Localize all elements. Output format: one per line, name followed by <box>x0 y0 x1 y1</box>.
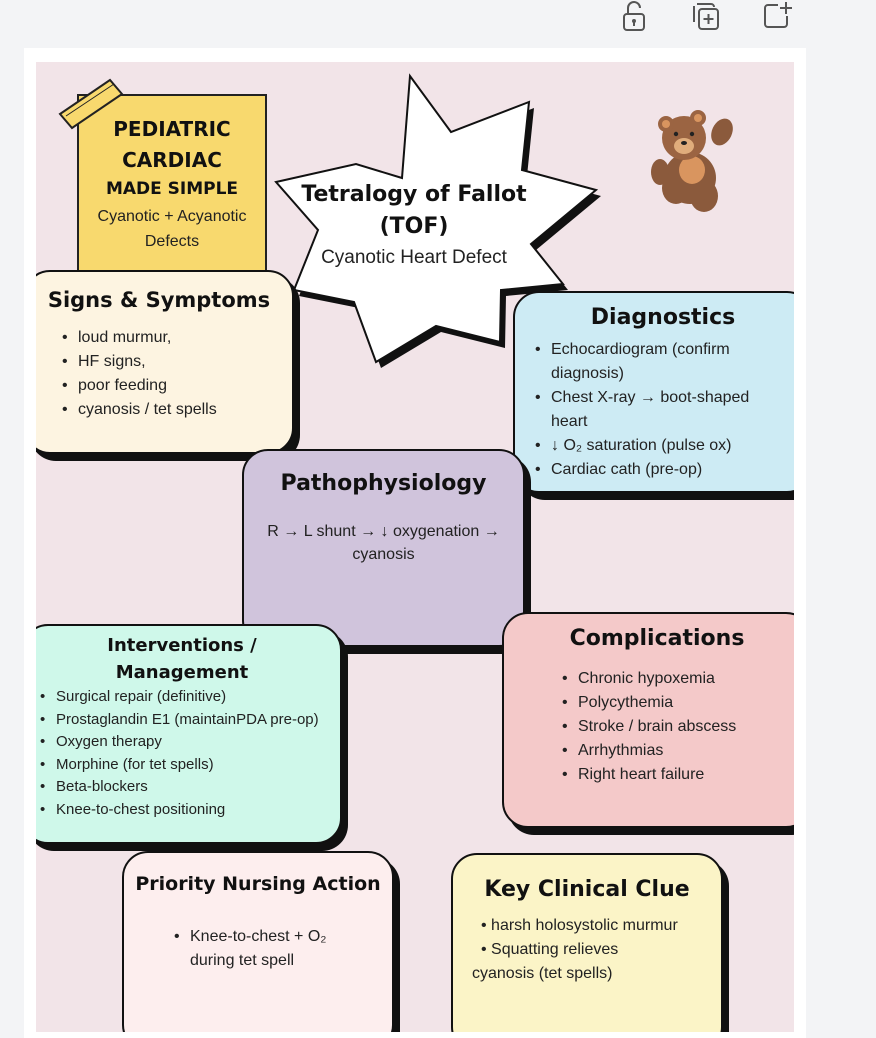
sticky-note[interactable]: PEDIATRIC CARDIAC MADE SIMPLE Cyanotic +… <box>77 94 267 280</box>
list-item: Surgical repair (definitive) <box>38 686 328 709</box>
interventions-heading-line-1: Interventions / <box>107 635 257 656</box>
list-item: Chest X-ray → boot-shaped heart <box>533 386 783 434</box>
list-item: Echocardiogram (confirm diagnosis) <box>533 338 783 386</box>
signs-list: loud murmur, HF signs, poor feeding cyan… <box>60 326 292 422</box>
list-item: Right heart failure <box>560 763 794 787</box>
list-item: Arrhythmias <box>560 739 794 763</box>
sticky-line-5: Defects <box>144 233 200 250</box>
diagnostics-list: Echocardiogram (confirm diagnosis) Chest… <box>533 338 783 482</box>
list-item: Prostaglandin E1 (maintainPDA pre-op) <box>38 709 328 732</box>
list-item: Cardiac cath (pre-op) <box>533 458 783 482</box>
page-title: Tetralogy of Fallot <box>301 182 527 207</box>
list-item: Oxygen therapy <box>38 731 328 754</box>
clue-line-1: • harsh holosystolic murmur <box>481 917 678 934</box>
priority-list: Knee-to-chest + O₂ during tet spell <box>172 925 362 973</box>
interventions-heading-line-2: Management <box>115 662 249 683</box>
list-item: poor feeding <box>60 374 292 398</box>
sticky-line-1: PEDIATRIC <box>113 117 231 141</box>
list-item: HF signs, <box>60 350 292 374</box>
complications-list: Chronic hypoxemia Polycythemia Stroke / … <box>560 667 794 787</box>
diagnostics-card[interactable]: Diagnostics Echocardiogram (confirm diag… <box>513 291 794 493</box>
interventions-card[interactable]: Interventions / Management Surgical repa… <box>36 624 342 844</box>
list-item: Knee-to-chest + O₂ during tet spell <box>172 925 362 973</box>
sticky-line-2: CARDIAC <box>122 148 222 172</box>
interventions-list: Surgical repair (definitive) Prostagland… <box>38 686 328 821</box>
list-item: loud murmur, <box>60 326 292 350</box>
signs-card[interactable]: Signs & Symptoms loud murmur, HF signs, … <box>36 270 294 454</box>
list-item: Stroke / brain abscess <box>560 715 794 739</box>
title-burst <box>274 73 601 368</box>
priority-card[interactable]: Priority Nursing Action Knee-to-chest + … <box>122 851 394 1032</box>
clue-line-3: cyanosis (tet spells) <box>472 965 613 982</box>
page-subtitle: Cyanotic Heart Defect <box>321 247 507 268</box>
clue-heading: Key Clinical Clue <box>484 877 690 902</box>
priority-heading: Priority Nursing Action <box>135 873 381 895</box>
pathophysiology-card[interactable]: Pathophysiology R → L shunt → ↓ oxygenat… <box>242 449 525 647</box>
signs-heading: Signs & Symptoms <box>47 288 271 312</box>
add-page-icon[interactable] <box>760 0 794 34</box>
design-canvas[interactable]: Tetralogy of Fallot (TOF) Cyanotic Heart… <box>36 62 794 1032</box>
list-item: Morphine (for tet spells) <box>38 754 328 777</box>
page-title-abbr: (TOF) <box>379 214 449 239</box>
list-item: Chronic hypoxemia <box>560 667 794 691</box>
clue-line-2: • Squatting relieves <box>481 941 619 958</box>
duplicate-icon[interactable] <box>689 0 723 34</box>
complications-heading: Complications <box>569 626 745 651</box>
sticky-line-3: MADE SIMPLE <box>105 179 239 199</box>
list-item: Knee-to-chest positioning <box>38 799 328 822</box>
patho-heading: Pathophysiology <box>280 471 487 496</box>
list-item: cyanosis / tet spells <box>60 398 292 422</box>
diagnostics-heading: Diagnostics <box>590 305 736 330</box>
teddy-bear-icon <box>651 110 733 212</box>
sticky-line-4: Cyanotic + Acyanotic <box>97 208 247 225</box>
clue-card[interactable]: Key Clinical Clue • harsh holosystolic m… <box>451 853 723 1032</box>
title-text: Tetralogy of Fallot (TOF) Cyanotic Heart… <box>286 179 542 273</box>
interventions-heading: Interventions / Management <box>36 632 340 686</box>
list-item: ↓ O₂ saturation (pulse ox) <box>533 434 783 458</box>
unlock-icon[interactable] <box>617 0 651 34</box>
list-item: Beta-blockers <box>38 776 328 799</box>
tape-icon <box>58 78 124 130</box>
list-item: Polycythemia <box>560 691 794 715</box>
patho-text: R → L shunt → ↓ oxygenation → cyanosis <box>267 523 500 563</box>
complications-card[interactable]: Complications Chronic hypoxemia Polycyth… <box>502 612 794 828</box>
